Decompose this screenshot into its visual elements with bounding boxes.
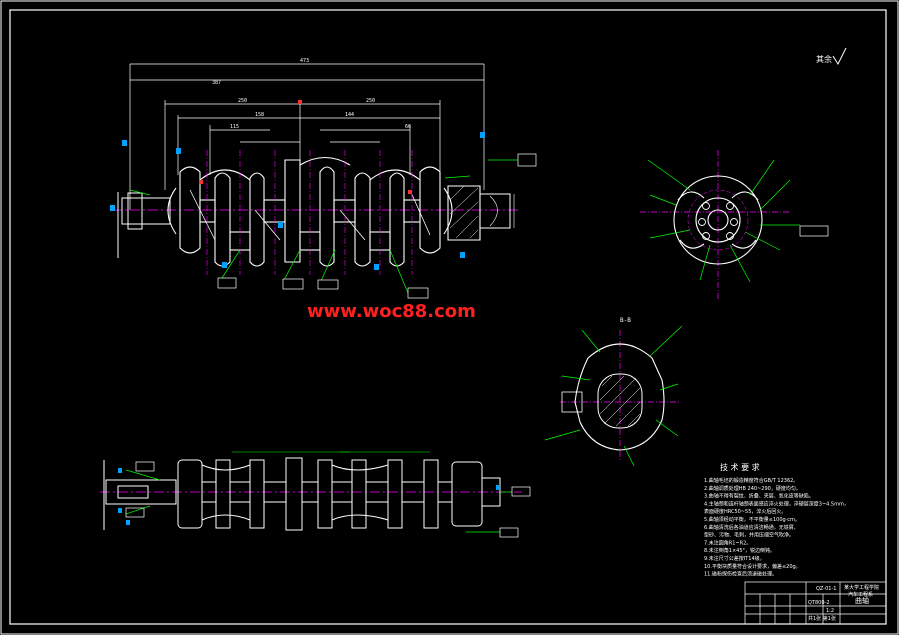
- note-line: 4.主轴颈和连杆轴颈表面感应淬火处理，淬硬层深度3~4.5mm，: [704, 500, 849, 507]
- sheet-info: 共1张 第1张: [808, 615, 836, 622]
- rear-flange-section: [447, 185, 511, 241]
- dim-span-a: 158: [255, 112, 264, 118]
- notes-title: 技 术 要 求: [720, 462, 760, 472]
- section-view-bb: B-B: [544, 317, 683, 467]
- roughness-symbol: 其余: [816, 47, 847, 66]
- side-view-flange: [640, 150, 829, 300]
- note-line: 5.曲轴须经动平衡，不平衡量≤100g·cm。: [704, 516, 800, 523]
- dim-span-c: 115: [230, 124, 239, 130]
- dim-span-d: 66: [405, 124, 411, 130]
- note-line: 8.未注倒角1×45°，锐边倒钝。: [704, 547, 775, 554]
- note-line: 6.曲轴清洗后各油道应清洁畅通，无铁屑、: [704, 524, 799, 531]
- title-block: [744, 581, 887, 625]
- note-line: 3.曲轴不得有裂纹、折叠、夹层、氧化皮等缺陷。: [704, 493, 814, 500]
- dim-overall-length: 473: [300, 58, 309, 64]
- main-view-crankshaft: 473 387 250 250 158 144 115 66: [110, 58, 537, 299]
- note-line: 2.曲轴调质处理HB 240~290，硬度均匀。: [704, 485, 801, 492]
- note-line: 型砂、污物、毛刺，并用压缩空气吹净。: [704, 532, 794, 539]
- department-name: 汽车工程系: [848, 591, 873, 598]
- frame-border: [9, 9, 887, 625]
- material: QT800-2: [808, 600, 830, 606]
- note-line: 1.曲轴毛坯的锻造精度符合GB/T 12362。: [704, 477, 798, 484]
- note-line: 11.磁粉探伤检查后须退磁处理。: [704, 571, 777, 578]
- note-line: 7.未注圆角R1~R2。: [704, 539, 751, 546]
- dim-span-b: 144: [345, 112, 354, 118]
- school-name: 某大学工程学院: [844, 584, 879, 591]
- technical-requirements: 技 术 要 求 1.曲轴毛坯的锻造精度符合GB/T 12362。2.曲轴调质处理…: [704, 462, 849, 578]
- note-line: 10.平衡块质量符合设计要求，偏差≤20g。: [704, 563, 801, 570]
- watermark-text: www.woc88.com: [307, 301, 476, 322]
- note-line: 9.未注尺寸公差按IT14级。: [704, 555, 765, 562]
- dim-span-right: 250: [366, 98, 375, 104]
- dim-span-upper: 387: [212, 80, 221, 86]
- part-name: 曲轴: [855, 596, 869, 605]
- scale: 1:2: [826, 608, 834, 614]
- note-line: 表面硬度HRC50~55，淬火后回火。: [704, 508, 786, 515]
- drawing-number: QZ-01-1: [816, 586, 836, 592]
- section-label: B-B: [620, 317, 631, 324]
- dim-span-mid: 250: [238, 98, 247, 104]
- roughness-note: 其余: [816, 54, 832, 64]
- top-view-crankshaft: [100, 451, 531, 538]
